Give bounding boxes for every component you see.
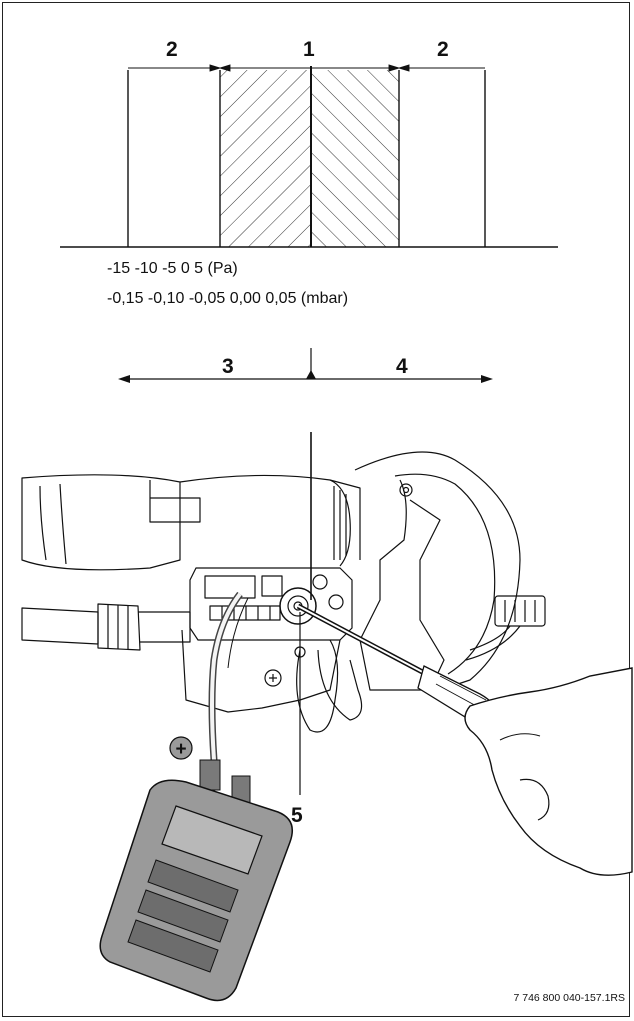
zone-1-right-hatch [311,70,399,247]
screwdriver [296,603,497,724]
dimension-arrows [128,64,485,72]
gauge-button-1 [147,859,239,913]
arrow-left-head [118,375,130,383]
plus-symbol: + [175,739,186,760]
callout-3: 3 [222,355,234,378]
gauge-button-3 [127,919,219,973]
callout-2-right: 2 [437,38,449,61]
hand [464,667,633,876]
center-marker [306,370,316,379]
callout-2-left: 2 [166,38,178,61]
tolerance-zone-diagram: 2 1 2 -15 -10 -5 0 5 (Pa) -0,15 -0,10 -0… [60,38,558,307]
gas-valve-body [189,567,353,641]
plus-port-marker [169,736,193,760]
callout-5: 5 [291,804,303,827]
callout-4: 4 [396,355,408,378]
direction-arrows: 3 4 [118,348,493,383]
scale-mbar-label: -0,15 -0,10 -0,05 0,00 0,05 (mbar) [107,290,348,307]
pressure-gauge: + [99,736,293,1002]
gas-pipe [21,607,99,645]
zone-1-left-hatch [220,70,311,247]
figure-reference-code: 7 746 800 040-157.1RS [513,992,625,1004]
gauge-display [161,805,263,875]
boiler-assembly-drawing [21,451,546,761]
callout-1: 1 [303,38,315,61]
fan-housing [21,474,181,571]
gauge-button-2 [137,889,229,943]
arrow-right-head [481,375,493,383]
scale-pa-label: -15 -10 -5 0 5 (Pa) [107,260,238,277]
